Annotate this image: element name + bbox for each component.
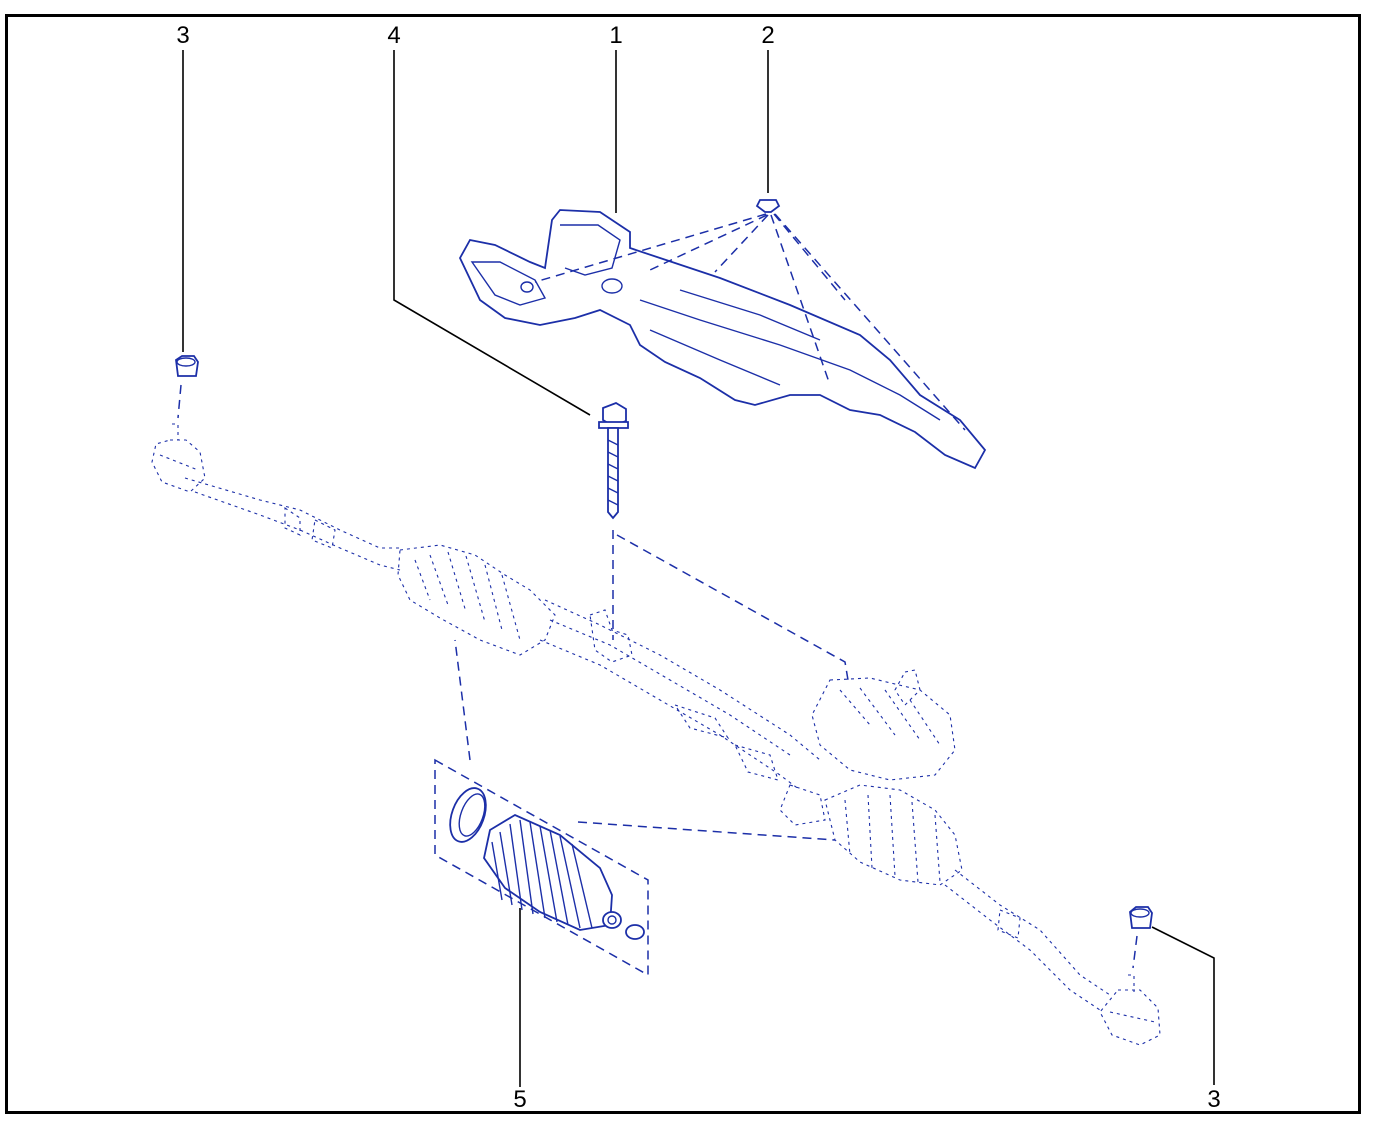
leader-4 [393, 50, 591, 416]
callout-3-right: 3 [1207, 1086, 1221, 1113]
mounting-bolt [598, 402, 849, 681]
callout-1: 1 [609, 22, 623, 49]
callout-5: 5 [513, 1086, 527, 1113]
tie-rod-nut-left [175, 355, 199, 419]
diagram-frame [5, 14, 1361, 1114]
steering-gear [151, 423, 1161, 1046]
leader-3-right [1151, 926, 1215, 1085]
push-pin [755, 199, 781, 213]
boot-guide-left [454, 639, 471, 761]
callout-3-left: 3 [176, 22, 190, 49]
leader-lines [182, 50, 1215, 1087]
heat-shield [458, 209, 987, 470]
pin-guide-lines [534, 213, 966, 431]
boot-guide-right [577, 821, 836, 841]
callout-2: 2 [761, 22, 775, 49]
callout-4: 4 [387, 22, 401, 49]
tie-rod-nut-right [1129, 906, 1153, 969]
boot-kit [434, 639, 836, 977]
